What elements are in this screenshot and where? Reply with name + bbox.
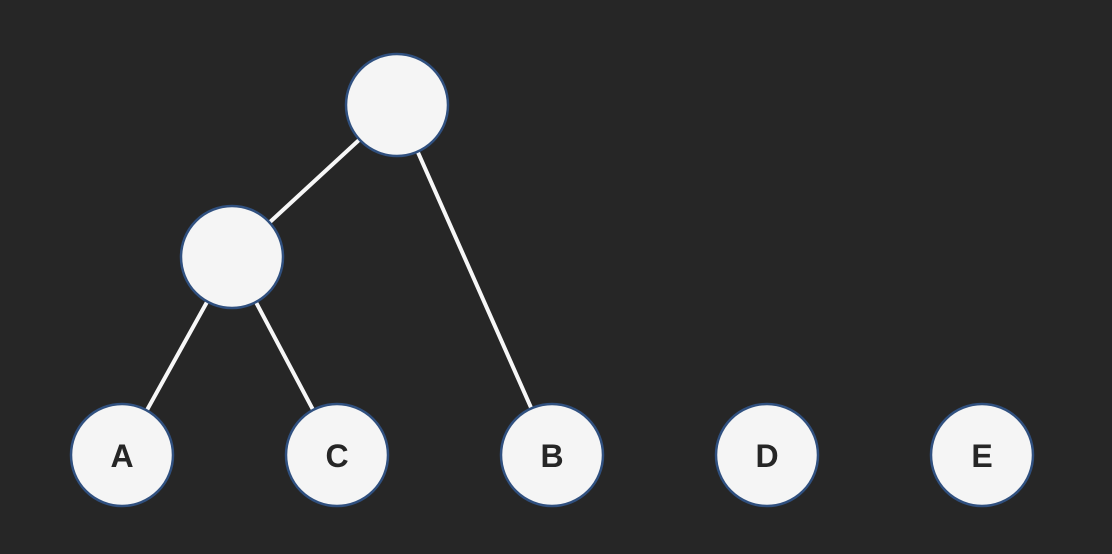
node-circle-internal[interactable] (179, 204, 285, 310)
node-circle-E[interactable] (929, 402, 1035, 508)
node-B[interactable]: B (499, 402, 605, 508)
node-circle-C[interactable] (284, 402, 390, 508)
node-D[interactable]: D (714, 402, 820, 508)
node-C[interactable]: C (284, 402, 390, 508)
edge-root-B (395, 103, 554, 457)
node-circle-A[interactable] (69, 402, 175, 508)
node-root[interactable] (344, 52, 450, 158)
node-internal[interactable] (179, 204, 285, 310)
node-circle-B[interactable] (499, 402, 605, 508)
node-circle-D[interactable] (714, 402, 820, 508)
node-E[interactable]: E (929, 402, 1035, 508)
node-A[interactable]: A (69, 402, 175, 508)
node-circle-root[interactable] (344, 52, 450, 158)
